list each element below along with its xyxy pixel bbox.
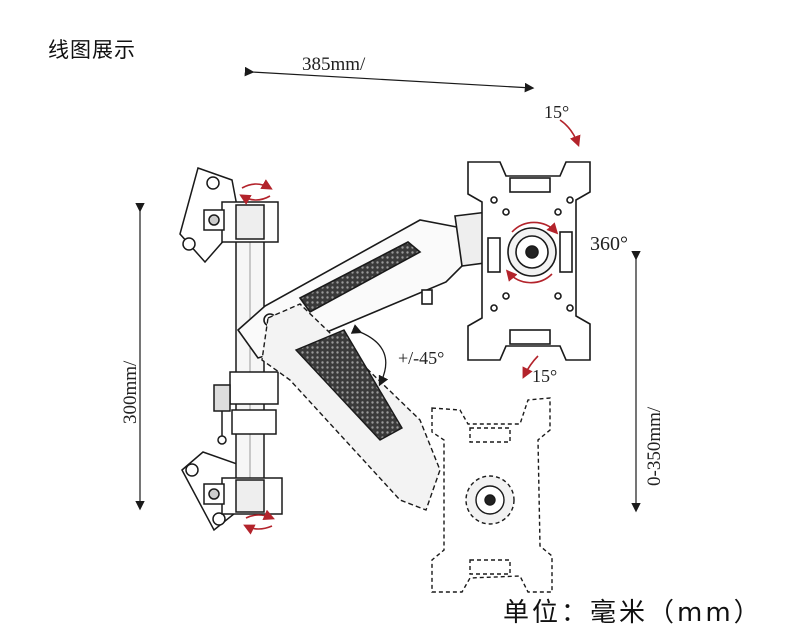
height-label: 300mm/ bbox=[120, 360, 141, 424]
unit-label: 单位：毫米（mm） bbox=[503, 598, 763, 628]
vertical-range-label: 0-350mm/ bbox=[644, 406, 665, 486]
vertical-range-dimension: 0-350mm/ bbox=[631, 250, 665, 513]
vesa-plate-bottom bbox=[431, 397, 553, 593]
swivel-arrows bbox=[239, 119, 581, 535]
gas-spring-arm-lowered bbox=[261, 303, 441, 511]
width-dimension: 385mm/ bbox=[244, 54, 535, 93]
width-label: 385mm/ bbox=[302, 54, 366, 75]
tilt-bottom-label: 15° bbox=[532, 366, 557, 386]
height-dimension: 300mm/ bbox=[120, 202, 145, 511]
vesa-plate-top bbox=[467, 161, 591, 361]
arm-swing-label: +/-45° bbox=[398, 348, 444, 368]
page-title: 线图展示 bbox=[48, 38, 136, 62]
pole bbox=[203, 201, 283, 515]
arm-swing-arc bbox=[350, 324, 389, 387]
tilt-top-label: 15° bbox=[544, 102, 569, 122]
rotation-label: 360° bbox=[590, 233, 628, 255]
